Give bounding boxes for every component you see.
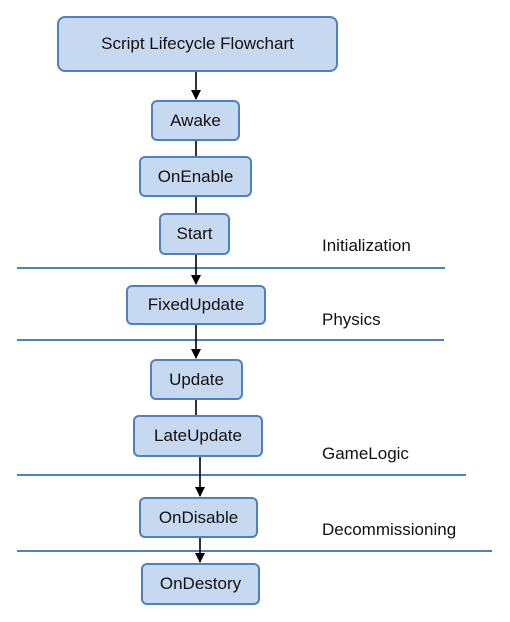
phase-label-gamelogic: GameLogic	[322, 444, 409, 463]
node-lateupdate: LateUpdate	[133, 415, 263, 457]
flowchart-title: Script Lifecycle Flowchart	[57, 16, 338, 72]
node-update: Update	[150, 359, 243, 400]
node-fixedupdate: FixedUpdate	[126, 285, 266, 325]
node-onenable: OnEnable	[139, 156, 252, 197]
node-ondestory: OnDestory	[141, 563, 260, 605]
node-ondisable: OnDisable	[139, 497, 258, 538]
phase-label-decommissioning: Decommissioning	[322, 520, 457, 539]
phase-label-initialization: Initialization	[322, 236, 411, 255]
node-awake: Awake	[151, 100, 240, 141]
phase-label-physics: Physics	[322, 310, 381, 329]
node-start: Start	[159, 213, 230, 255]
